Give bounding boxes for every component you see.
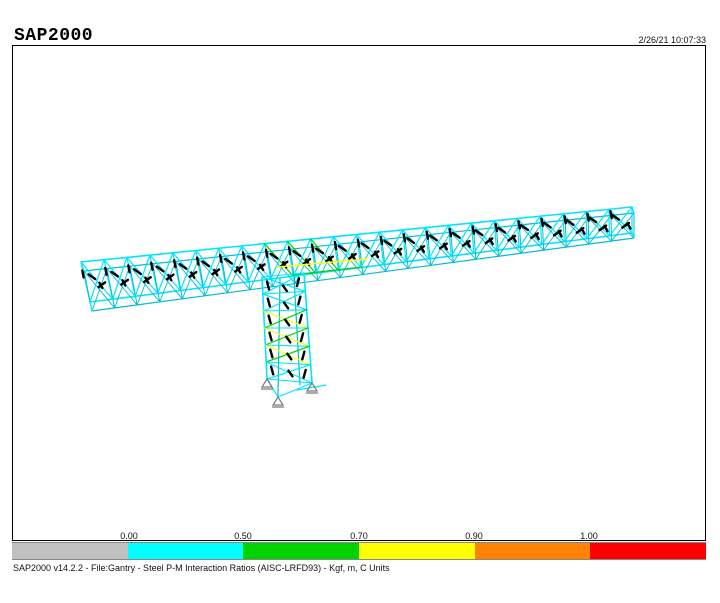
model-viewport[interactable] bbox=[12, 45, 706, 541]
timestamp: 2/26/21 10:07:33 bbox=[638, 35, 706, 45]
scale-segment-green bbox=[243, 543, 360, 559]
scale-segment-gray bbox=[12, 543, 128, 559]
color-scale-bar bbox=[12, 542, 707, 560]
scale-segment-orange bbox=[474, 543, 591, 559]
scale-label-4: 1.00 bbox=[580, 531, 598, 541]
scale-segment-yellow bbox=[359, 543, 475, 559]
color-scale-labels: 0.00 0.50 0.70 0.90 1.00 bbox=[12, 531, 706, 542]
scale-label-0: 0.00 bbox=[120, 531, 138, 541]
scale-label-3: 0.90 bbox=[465, 531, 483, 541]
status-footer: SAP2000 v14.2.2 - File:Gantry - Steel P-… bbox=[13, 563, 390, 573]
scale-segment-red bbox=[590, 543, 707, 559]
scale-label-2: 0.70 bbox=[350, 531, 368, 541]
color-scale: 0.00 0.50 0.70 0.90 1.00 bbox=[12, 531, 707, 561]
app-title: SAP2000 bbox=[14, 26, 94, 46]
scale-label-1: 0.50 bbox=[234, 531, 252, 541]
scale-segment-cyan bbox=[127, 543, 244, 559]
